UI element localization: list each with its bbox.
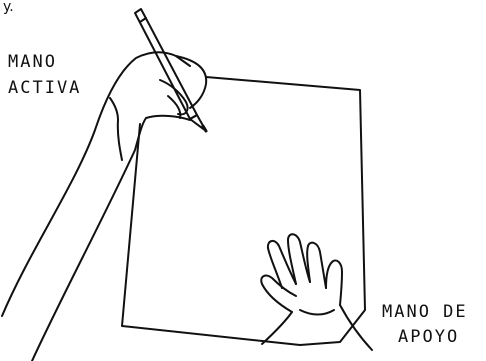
support-hand (261, 234, 372, 350)
active-hand-label-line2: ACTIVA (8, 78, 81, 98)
active-arm (2, 52, 206, 361)
pencil-icon (135, 9, 206, 131)
paper-sheet (122, 77, 365, 345)
support-hand-label-line2: APOYO (398, 327, 459, 347)
corner-mark: y. (3, 0, 14, 14)
active-hand-label-line1: MANO (8, 52, 57, 72)
support-hand-label-line1: MANO DE (382, 302, 468, 322)
